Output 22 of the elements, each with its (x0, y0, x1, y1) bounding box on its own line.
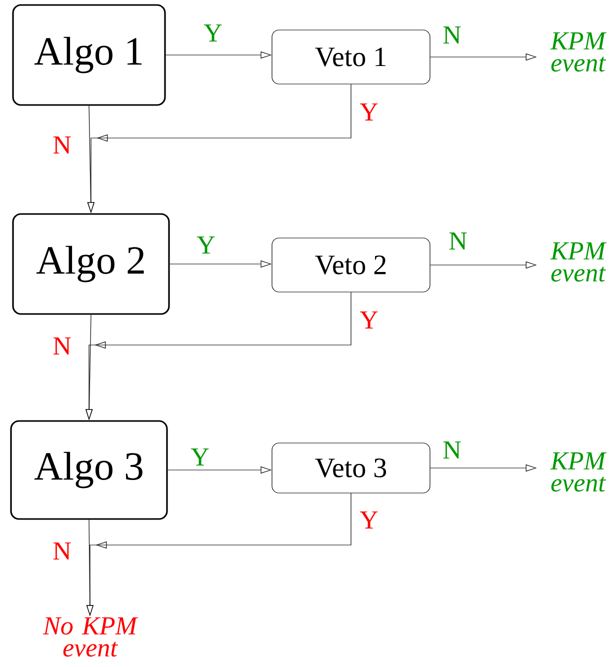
edge-label: N (53, 337, 71, 355)
edge-label: Y (360, 104, 378, 121)
veto-box: Veto 1 (272, 30, 430, 84)
edge-label: N (53, 136, 71, 154)
edge-label: N (53, 542, 71, 560)
edge-label: Y (360, 311, 378, 329)
outcome-text: KPM event (550, 452, 607, 492)
edge-label: Y (204, 24, 222, 42)
edge-label: Y (196, 236, 215, 254)
edge-label: Y (360, 511, 378, 529)
outcome-text: No KPM event (42, 617, 138, 657)
veto-box: Veto 2 (272, 238, 430, 292)
algorithm-box: Algo 2 (12, 213, 170, 315)
outcome-text: KPM event (550, 242, 607, 282)
edge-label: Y (190, 448, 209, 466)
algorithm-box: Algo 1 (12, 4, 166, 106)
edge-label: N (449, 232, 467, 250)
algorithm-box: Algo 3 (10, 420, 168, 520)
edge-label: N (443, 441, 461, 459)
veto-box: Veto 3 (272, 442, 430, 494)
edge-label: N (443, 26, 461, 44)
outcome-text: KPM event (550, 32, 607, 72)
